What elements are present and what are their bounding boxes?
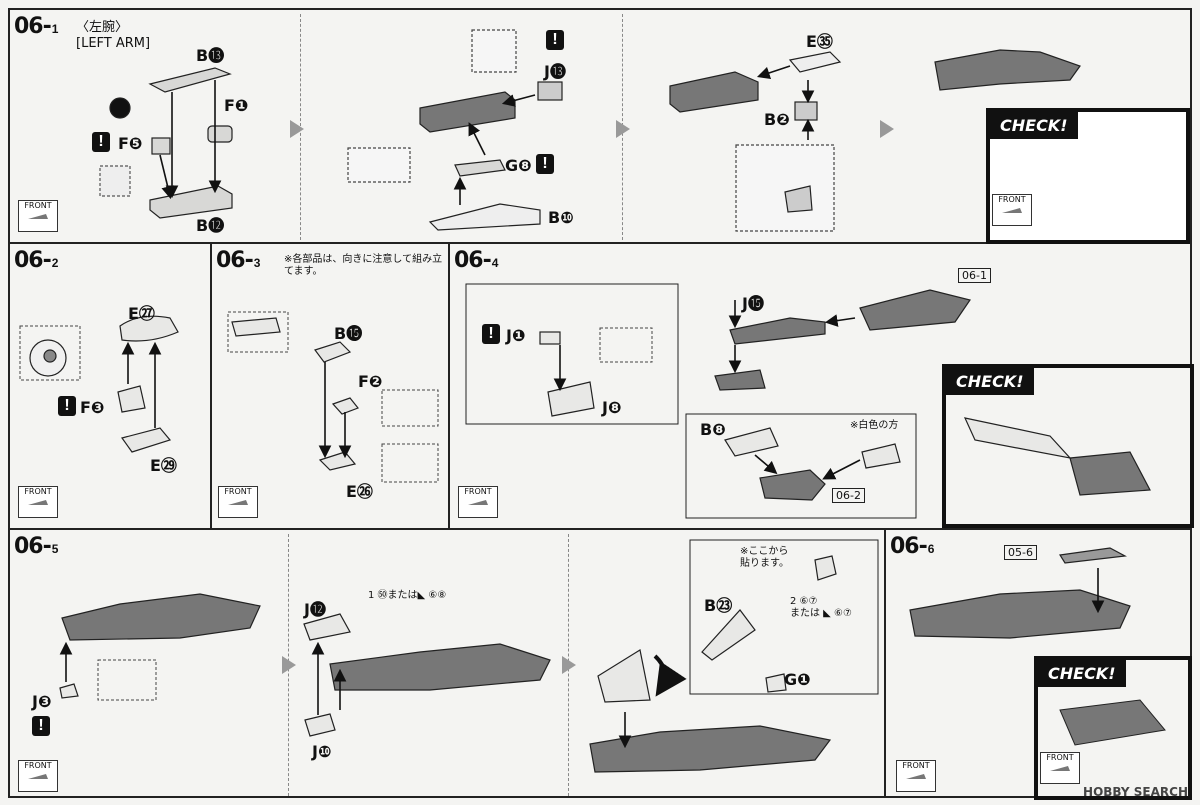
front-indicator: FRONT	[992, 194, 1032, 226]
sticker-note: 2 ⑥⑦ または ◣ ⑥⑦	[790, 596, 852, 619]
caution-icon: !	[482, 324, 500, 344]
part-label: G❽	[505, 156, 532, 175]
part-label: E㉖	[346, 482, 373, 501]
part-label: J❽	[602, 398, 622, 417]
title-jp: 〈左腕〉	[76, 20, 129, 35]
front-arrow-icon	[1002, 208, 1022, 213]
title-en: [LEFT ARM]	[76, 36, 151, 51]
part-label: B⓯	[334, 324, 363, 343]
white-side-note: ※白色の方	[850, 420, 899, 431]
part-label: J❿	[312, 742, 332, 761]
col-divider	[210, 243, 212, 529]
caution-icon: !	[92, 132, 110, 152]
step-06-4-header: 06-4	[454, 248, 499, 273]
front-arrow-icon	[28, 774, 48, 779]
part-label: F❺	[118, 134, 143, 153]
row-divider-2	[8, 528, 1192, 530]
ref-tag: 06-1	[958, 268, 991, 283]
part-label: E㉟	[806, 32, 833, 51]
part-label: B㉓	[704, 596, 733, 615]
front-arrow-icon	[468, 500, 488, 505]
step-sub: 1	[51, 21, 59, 36]
next-step-arrow	[282, 656, 296, 674]
check-label: CHECK!	[946, 368, 1034, 395]
part-label: B❷	[764, 110, 790, 129]
front-arrow-icon	[906, 774, 926, 779]
col-divider	[448, 243, 450, 529]
front-indicator: FRONT	[896, 760, 936, 792]
front-indicator: FRONT	[1040, 752, 1080, 784]
part-label: B❽	[700, 420, 726, 439]
orientation-note: ※各部品は、向きに注意して組み立てます。	[284, 254, 443, 277]
front-indicator: FRONT	[458, 486, 498, 518]
step-number: 06	[14, 14, 44, 39]
step-06-1-header: 06-1	[14, 14, 59, 39]
next-step-arrow	[562, 656, 576, 674]
watermark-logo: HOBBY SEARCH	[1083, 785, 1188, 799]
check-label: CHECK!	[1038, 660, 1126, 687]
part-label: J⓭	[544, 62, 566, 81]
check-box: CHECK!	[942, 364, 1194, 528]
front-arrow-icon	[28, 500, 48, 505]
next-step-arrow	[290, 120, 304, 138]
part-label: F❸	[80, 398, 105, 417]
check-label: CHECK!	[990, 112, 1078, 139]
part-label: E㉗	[128, 304, 155, 323]
next-step-arrow	[616, 120, 630, 138]
front-arrow-icon	[1050, 766, 1070, 771]
part-label: B❿	[548, 208, 574, 227]
front-arrow-icon	[28, 214, 48, 219]
step-06-3-header: 06-3	[216, 248, 261, 273]
sticker-note: 1 ㊿または◣ ⑥⑧	[368, 590, 447, 601]
caution-icon: !	[58, 396, 76, 416]
part-label: J⓯	[742, 294, 764, 313]
check-box: CHECK!	[1034, 656, 1192, 800]
step-06-2-header: 06-2	[14, 248, 59, 273]
caution-icon: !	[536, 154, 554, 174]
caution-icon: !	[32, 716, 50, 736]
front-arrow-icon	[228, 500, 248, 505]
row-divider-1	[8, 242, 1192, 244]
part-label: F❶	[224, 96, 249, 115]
part-label: G❶	[784, 670, 811, 689]
front-indicator: FRONT	[18, 486, 58, 518]
front-indicator: FRONT	[18, 760, 58, 792]
part-label: F❷	[358, 372, 383, 391]
part-label: J⓬	[304, 600, 326, 619]
part-label: E㉙	[150, 456, 177, 475]
front-indicator: FRONT	[18, 200, 58, 232]
col-divider	[884, 529, 886, 798]
next-step-arrow	[880, 120, 894, 138]
caution-icon: !	[546, 30, 564, 50]
part-label: B⓭	[196, 46, 225, 65]
apply-here-note: ※ここから 貼ります。	[740, 546, 789, 569]
step-06-5-header: 06-5	[14, 534, 59, 559]
part-label: J❶	[506, 326, 526, 345]
ref-tag: 05-6	[1004, 545, 1037, 560]
part-label: B⓬	[196, 216, 225, 235]
ref-tag: 06-2	[832, 488, 865, 503]
step-06-6-header: 06-6	[890, 534, 935, 559]
front-indicator: FRONT	[218, 486, 258, 518]
part-label: J❸	[32, 692, 52, 711]
